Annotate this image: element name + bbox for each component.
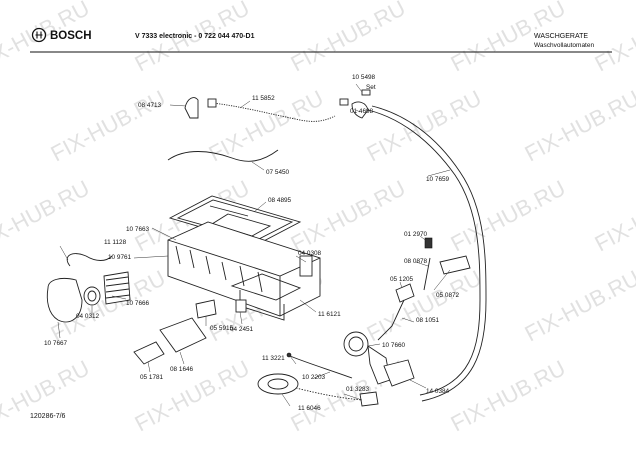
part-01-2970 <box>424 237 433 249</box>
part-label: 08 1646 <box>170 366 194 373</box>
part-label: 10 7667 <box>44 340 68 347</box>
bracket-04-0308 <box>299 255 313 277</box>
part-label: 14 0384 <box>426 388 450 395</box>
siphon-10-7667 <box>46 277 83 323</box>
part-label: 08 4713 <box>138 102 162 109</box>
clip-08-4713 <box>184 97 199 119</box>
part-label: 10 2203 <box>302 374 326 381</box>
part-label: 05 1205 <box>390 276 414 283</box>
part-label: 10 5498 <box>352 74 376 81</box>
fitting-01-4698 <box>351 101 369 119</box>
part-label: 10 7666 <box>126 300 150 307</box>
holder-08-1646 <box>159 317 207 353</box>
hose-07-5450 <box>167 149 279 162</box>
brand-name: BOSCH <box>50 30 92 42</box>
part-label: 10 7659 <box>426 176 450 183</box>
part-label: 11 1128 <box>104 239 127 246</box>
part-label: 05 0872 <box>436 292 460 299</box>
watermark-text: FIX-HUB.RU <box>0 355 94 436</box>
part-label: 01 3283 <box>346 386 370 393</box>
part-04-2451 <box>235 299 247 313</box>
bosch-logo <box>31 27 47 43</box>
watermark-text: FIX-HUB.RU <box>0 175 94 256</box>
watermark-text: FIX-HUB.RU <box>447 355 570 436</box>
watermark-text: FIX-HUB.RU <box>287 175 410 256</box>
part-label: 10 7663 <box>126 226 150 233</box>
part-08-0878 <box>423 257 431 291</box>
drawing-number: 120286-7/6 <box>30 413 66 420</box>
bellows-11-1128 <box>66 253 113 267</box>
part-label: 05 5915 <box>210 325 234 332</box>
clip-05-1205 <box>395 283 415 303</box>
part-label: 04 0312 <box>76 313 100 320</box>
bracket-05-1781 <box>133 341 165 365</box>
hose-11-5852 <box>211 102 336 122</box>
part-label: 08 0878 <box>404 258 428 265</box>
watermark-text: FIX-HUB.RU <box>591 175 636 256</box>
part-label: 11 6121 <box>318 311 341 318</box>
valve-bell-10-7660 <box>343 331 369 357</box>
detergent-drawer <box>230 273 302 301</box>
part-label: 05 1781 <box>140 374 164 381</box>
part-label: 11 3221 <box>262 355 285 362</box>
wire-11-3221 <box>289 355 353 379</box>
watermark-text: FIX-HUB.RU <box>447 175 570 256</box>
part-label: 10 7660 <box>382 342 406 349</box>
part-label: 08 1051 <box>416 317 440 324</box>
watermark-layer: FIX-HUB.RU FIX-HUB.RU FIX-HUB.RU FIX-HUB.RU… <box>0 0 636 436</box>
part-label: 01 2970 <box>404 231 428 238</box>
watermark-text: FIX-HUB.RU <box>47 85 170 166</box>
pump-14-0384 <box>367 345 391 385</box>
watermark-text: FIX-HUB.RU <box>591 0 636 76</box>
part-label: 07 5450 <box>266 169 290 176</box>
watermark-text: FIX-HUB.RU <box>287 0 410 76</box>
watermark-text: FIX-HUB.RU <box>521 265 636 346</box>
clamp-04-0312 <box>83 286 101 306</box>
category-label: WASCHGERATE <box>534 33 588 40</box>
leader-lines <box>57 83 451 407</box>
part-label: 04 0308 <box>298 250 322 257</box>
part-label: 01 4698 <box>350 108 374 115</box>
hose-10-7659 <box>367 109 481 396</box>
watermark-text: FIX-HUB.RU <box>363 265 486 346</box>
drain-pipe-11-6046 <box>257 373 299 395</box>
dispenser-housing-10-7663 <box>167 221 321 317</box>
part-label: 11 6046 <box>298 405 321 412</box>
part-label: 10 9761 <box>108 254 132 261</box>
hose-08-1051 <box>377 299 405 341</box>
subcategory-label: Waschvollautomaten <box>534 42 594 49</box>
model-title: V 7333 electronic - 0 722 044 470-D1 <box>135 33 255 40</box>
part-label: 04 2451 <box>230 326 254 333</box>
watermark-text: FIX-HUB.RU <box>521 85 636 166</box>
part-label: Set <box>366 84 376 91</box>
part-10-5498 <box>339 98 349 106</box>
part-label: 08 4895 <box>268 197 292 204</box>
clip-01-3283 <box>359 391 379 407</box>
part-label: 11 5852 <box>252 95 275 102</box>
part-05-5915 <box>195 299 217 319</box>
watermark-text: FIX-HUB.RU <box>363 85 486 166</box>
clip-05-0872 <box>439 255 471 275</box>
